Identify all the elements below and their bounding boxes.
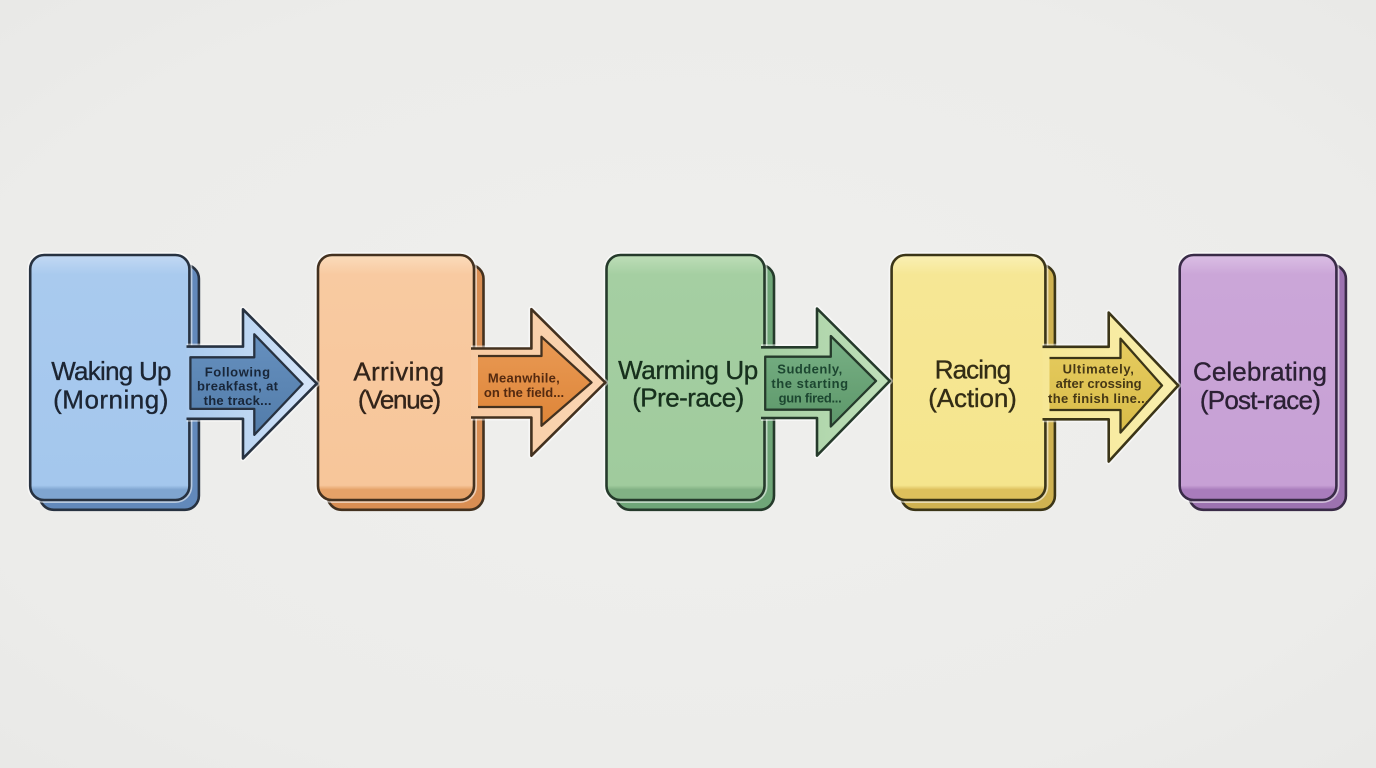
svg-text:the finish line...: the finish line... xyxy=(1048,391,1149,406)
svg-text:Suddenly,: Suddenly, xyxy=(777,362,842,377)
svg-text:Following: Following xyxy=(205,364,271,379)
svg-text:(Post-race): (Post-race) xyxy=(1200,385,1320,415)
svg-text:after crossing: after crossing xyxy=(1056,376,1142,391)
svg-text:(Morning): (Morning) xyxy=(53,385,169,415)
svg-text:gun fired...: gun fired... xyxy=(779,391,842,406)
svg-text:the track...: the track... xyxy=(204,393,272,408)
svg-text:Waking Up: Waking Up xyxy=(51,356,171,386)
svg-text:Meanwhile,: Meanwhile, xyxy=(488,370,560,385)
svg-text:on the field...: on the field... xyxy=(484,385,564,400)
svg-text:(Action): (Action) xyxy=(928,383,1016,413)
svg-text:(Venue): (Venue) xyxy=(358,385,441,415)
svg-text:breakfast, at: breakfast, at xyxy=(197,379,279,394)
svg-text:Warming Up: Warming Up xyxy=(618,355,758,385)
svg-text:Arriving: Arriving xyxy=(353,356,444,386)
svg-text:the starting: the starting xyxy=(771,376,848,391)
svg-text:Racing: Racing xyxy=(935,355,1011,385)
svg-text:Celebrating: Celebrating xyxy=(1193,356,1327,386)
svg-text:(Pre-race): (Pre-race) xyxy=(632,383,744,413)
svg-text:Ultimately,: Ultimately, xyxy=(1063,362,1135,377)
